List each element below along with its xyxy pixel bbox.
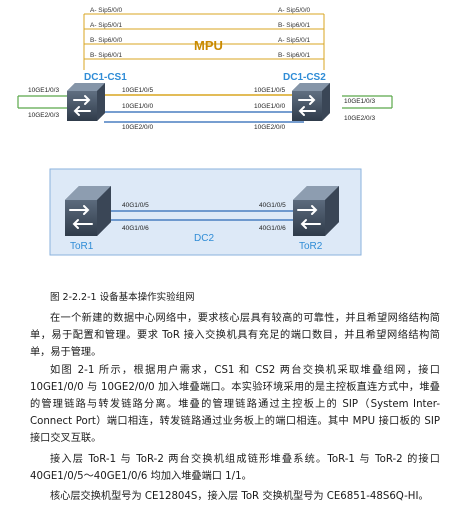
cs1-link-port-1: 10GE1/0/5 xyxy=(122,87,153,94)
paragraph-3: 接入层 ToR-1 与 ToR-2 两台交换机组成链形堆叠系统。ToR-1 与 … xyxy=(30,454,440,482)
cs2-label: DC1-CS2 xyxy=(283,72,326,83)
tor-stack-diagram: 40G1/0/5 40G1/0/6 40G1/0/5 40G1/0/6 DC2 … xyxy=(49,168,362,256)
cs1-port-left-2: 10GE2/0/3 xyxy=(28,112,59,119)
sip-left-3: B- Sip6/0/0 xyxy=(90,37,123,44)
cs1-port-left-1: 10GE1/0/3 xyxy=(28,87,59,94)
tor1-switch-icon xyxy=(65,186,111,236)
sip-right-1: A- Sip5/0/0 xyxy=(278,7,311,14)
cs2-link-port-1: 10GE1/0/5 xyxy=(254,87,285,94)
tor2-port-2: 40G1/0/6 xyxy=(259,225,286,232)
cs1-label: DC1-CS1 xyxy=(84,72,127,83)
stack-links xyxy=(104,94,304,123)
paragraph-1: 在一个新建的数据中心网络中，要求核心层具有较高的可靠性，并且希望网络结构简单，易… xyxy=(30,313,440,358)
paragraph-2: 如图 2-1 所示，根据用户需求，CS1 和 CS2 两台交换机采取堆叠组网，接… xyxy=(30,365,440,444)
cs2-link-port-2: 10GE1/0/0 xyxy=(254,103,285,110)
access-links xyxy=(17,95,393,109)
sip-right-3: A- Sip5/0/1 xyxy=(278,37,311,44)
cs2-port-right-2: 10GE2/0/3 xyxy=(344,115,375,122)
dc2-label: DC2 xyxy=(194,233,214,244)
core-stack-diagram: MPU A- Sip5/0/0 A- Sip5/0/1 B- Sip6/0/0 … xyxy=(17,7,393,131)
sip-left-2: A- Sip5/0/1 xyxy=(90,22,123,29)
sip-right-2: B- Sip6/0/1 xyxy=(278,22,311,29)
tor2-switch-icon xyxy=(293,186,339,236)
cs1-link-port-2: 10GE1/0/0 xyxy=(122,103,153,110)
tor2-port-1: 40G1/0/5 xyxy=(259,202,286,209)
paragraph-4: 核心层交换机型号为 CE12804S，接入层 ToR 交换机型号为 CE6851… xyxy=(50,491,429,502)
tor2-label: ToR2 xyxy=(299,241,323,252)
sip-left-4: B- Sip6/0/1 xyxy=(90,52,123,59)
cs2-link-port-3: 10GE2/0/0 xyxy=(254,124,285,131)
figure-caption: 图 2-2.2-1 设备基本操作实验组网 xyxy=(50,292,195,303)
sip-left-1: A- Sip5/0/0 xyxy=(90,7,123,14)
sip-links xyxy=(83,13,325,70)
sip-right-4: B- Sip6/0/1 xyxy=(278,52,311,59)
cs2-port-right-1: 10GE1/0/3 xyxy=(344,98,375,105)
tor1-port-2: 40G1/0/6 xyxy=(122,225,149,232)
tor1-label: ToR1 xyxy=(70,241,94,252)
cs2-switch-icon xyxy=(292,83,330,121)
cs1-link-port-3: 10GE2/0/0 xyxy=(122,124,153,131)
cs1-switch-icon xyxy=(67,83,105,121)
mpu-label: MPU xyxy=(194,38,223,53)
tor1-port-1: 40G1/0/5 xyxy=(122,202,149,209)
